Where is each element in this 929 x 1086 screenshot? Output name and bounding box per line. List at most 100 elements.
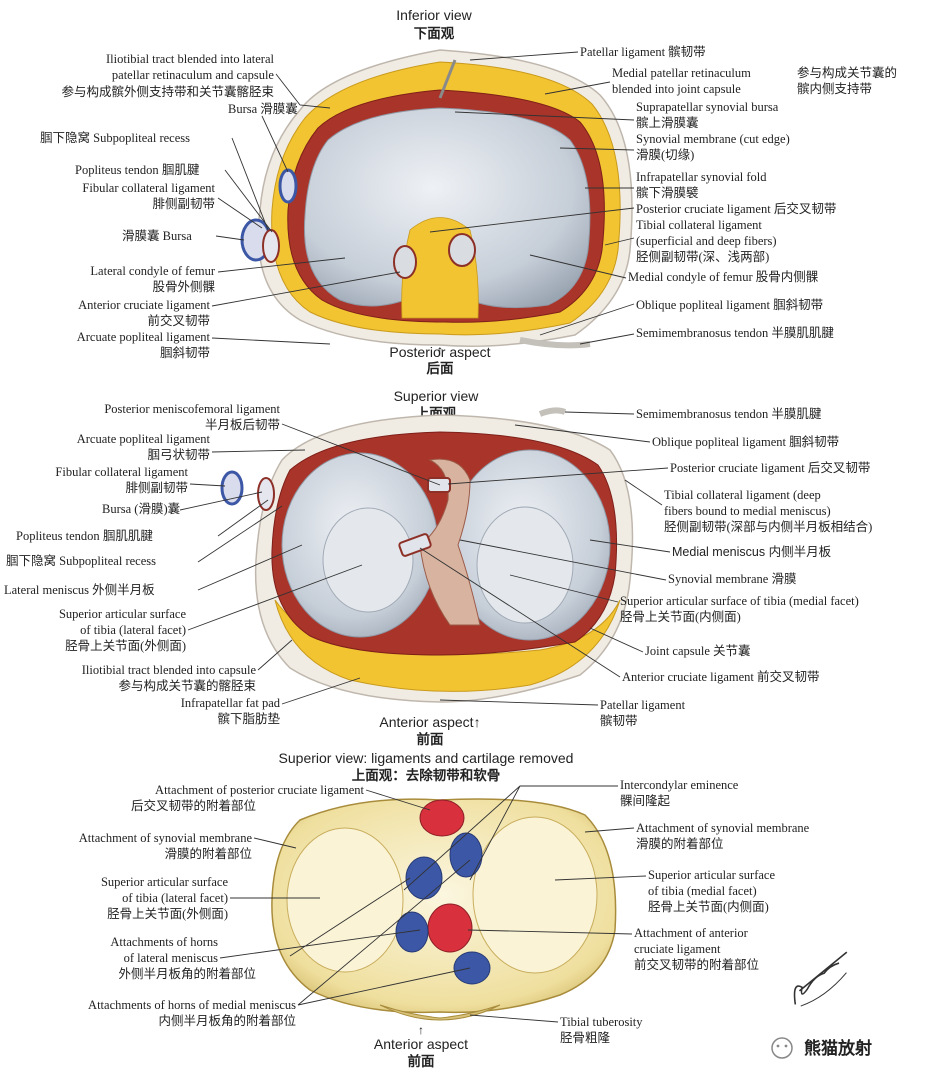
- watermark: 熊猫放射: [771, 1037, 872, 1059]
- removed-lat-horn-post: [405, 856, 443, 900]
- removed-label-lat-horns-en2: of lateral meniscus: [124, 951, 219, 965]
- superior-label-synovial: Synovial membrane 滑膜: [668, 572, 796, 586]
- superior-right-leaders: [419, 411, 671, 706]
- superior-acl-cut: [398, 533, 432, 557]
- removed-lateral-facet: [286, 827, 404, 973]
- inferior-right-leaders: [429, 51, 635, 345]
- superior-label-tibial-collateral-en: Tibial collateral ligament (deep: [664, 488, 821, 502]
- removed-label-lat-facet-cn: 胫骨上关节面(外侧面): [107, 907, 228, 921]
- inferior-bottom-arrow: ↑: [437, 342, 444, 358]
- removed-acl-attachment: [427, 903, 473, 953]
- watermark-text: 熊猫放射: [804, 1038, 872, 1059]
- removed-label-pcl-en: Attachment of posterior cruciate ligamen…: [155, 783, 364, 797]
- superior-label-patellar-en: Patellar ligament: [600, 698, 686, 712]
- superior-label-fat-pad-en: Infrapatellar fat pad: [181, 696, 281, 710]
- removed-left-labels: Attachment of posterior cruciate ligamen…: [79, 783, 365, 1028]
- inferior-label-synovial-en: Synovial membrane (cut edge): [636, 132, 790, 146]
- superior-label-joint-capsule: Joint capsule 关节囊: [645, 643, 751, 658]
- inferior-label-arcuate-en: Arcuate popliteal ligament: [77, 330, 211, 344]
- superior-label-fat-pad-cn: 髌下脂肪垫: [217, 711, 280, 726]
- superior-label-medial-meniscus: Medial meniscus 内侧半月板: [672, 545, 832, 559]
- inferior-left-leaders: [211, 73, 401, 345]
- inferior-title-cn: 下面观: [414, 26, 455, 42]
- removed-label-lat-horns-en: Attachments of horns: [110, 935, 218, 949]
- removed-lat-horn-ant: [395, 911, 429, 953]
- superior-label-fibular-cn: 腓侧副韧带: [125, 480, 188, 495]
- inferior-patellar-ligament: [438, 59, 457, 99]
- superior-label-iliotibial-en: Iliotibial tract blended into capsule: [82, 663, 257, 677]
- removed-label-med-facet-cn: 胫骨上关节面(内侧面): [648, 900, 769, 914]
- inferior-label-oblique: Oblique popliteal ligament 腘斜韧带: [636, 298, 823, 312]
- inferior-label-medial-retinaculum-cn2: 髌内侧支持带: [797, 81, 872, 96]
- superior-bottom-cn: 前面: [417, 731, 444, 748]
- inferior-label-popliteus: Popliteus tendon 腘肌腱: [75, 163, 200, 177]
- removed-medial-facet: [472, 816, 598, 974]
- inferior-label-subpopliteal: 腘下隐窝 Subpopliteal recess: [40, 130, 190, 145]
- superior-bottom-en: Anterior aspect↑: [379, 714, 480, 730]
- removed-label-acl-en: Attachment of anterior: [634, 926, 749, 940]
- removed-title-en: Superior view: ligaments and cartilage r…: [279, 750, 574, 766]
- removed-label-eminence-en: Intercondylar eminence: [620, 778, 739, 792]
- superior-label-subpopliteal: 腘下隐窝 Subpopliteal recess: [6, 553, 156, 568]
- inferior-label-tibial-collateral-cn: 胫侧副韧带(深、浅两部): [636, 249, 769, 264]
- inferior-title-en: Inferior view: [396, 7, 472, 23]
- superior-label-lateral-facet-en2: of tibia (lateral facet): [80, 623, 186, 637]
- inferior-label-suprapatellar-cn: 髌上滑膜囊: [636, 115, 699, 130]
- removed-label-med-facet-en: Superior articular surface: [648, 868, 775, 882]
- removed-pcl-attachment: [419, 799, 465, 837]
- inferior-label-arcuate-cn: 腘斜韧带: [160, 346, 210, 360]
- superior-label-tibial-collateral-cn: 胫侧副韧带(深部与内侧半月板相结合): [664, 519, 872, 534]
- inferior-bursa-upper: [278, 168, 298, 204]
- inferior-label-fibular-en: Fibular collateral ligament: [82, 181, 215, 195]
- superior-label-pcl: Posterior cruciate ligament 后交叉韧带: [670, 460, 870, 475]
- superior-label-meniscofemoral-en: Posterior meniscofemoral ligament: [104, 402, 280, 416]
- superior-intercondylar-area: [419, 458, 481, 626]
- removed-label-lat-horns-cn: 外侧半月板角的附着部位: [118, 966, 256, 981]
- removed-bottom-cn: 前面: [408, 1053, 435, 1070]
- inferior-label-iliotibial-en: Iliotibial tract blended into lateral: [106, 52, 275, 66]
- superior-label-semimembranosus: Semimembranosus tendon 半膜肌腱: [636, 407, 822, 421]
- superior-semimembranosus: [538, 407, 567, 417]
- removed-left-leaders: [219, 789, 471, 1006]
- inferior-semimembranosus: [519, 337, 591, 349]
- removed-label-lat-facet-en: Superior articular surface: [101, 875, 228, 889]
- inferior-acl-cut: [393, 245, 417, 279]
- panel-superior-view: Superior view 上面观 Anterior aspect↑ 前面 Po…: [4, 388, 872, 748]
- inferior-label-medial-retinaculum-en2: blended into joint capsule: [612, 82, 741, 96]
- removed-tibial-tuberosity: [379, 1004, 501, 1021]
- removed-label-synovial-cn: 滑膜的附着部位: [164, 846, 252, 861]
- inferior-label-bursa-en: Bursa 滑膜囊: [228, 101, 298, 116]
- superior-label-meniscofemoral-cn: 半月板后韧带: [205, 418, 280, 432]
- superior-label-lateral-facet-en: Superior articular surface: [59, 607, 186, 621]
- superior-label-medial-facet-cn: 胫骨上关节面(内侧面): [620, 610, 741, 624]
- removed-label-synovial-cn: 滑膜的附着部位: [636, 836, 724, 851]
- inferior-label-synovial-cn: 滑膜(切缘): [636, 148, 694, 162]
- superior-label-acl: Anterior cruciate ligament 前交叉韧带: [622, 669, 820, 684]
- removed-label-synovial-en: Attachment of synovial membrane: [636, 821, 810, 835]
- inferior-left-labels: Iliotibial tract blended into lateral pa…: [40, 52, 298, 360]
- inferior-label-pcl: Posterior cruciate ligament 后交叉韧带: [636, 201, 836, 216]
- superior-label-oblique: Oblique popliteal ligament 腘斜韧带: [652, 435, 839, 449]
- removed-label-synovial-en: Attachment of synovial membrane: [79, 831, 253, 845]
- superior-lateral-facet: [322, 507, 414, 613]
- inferior-label-tibial-collateral-en: Tibial collateral ligament: [636, 218, 762, 232]
- superior-medial-facet: [476, 506, 574, 624]
- inferior-right-labels: Patellar ligament 髌韧带 Medial patellar re…: [580, 44, 897, 340]
- removed-med-horn-ant: [453, 951, 491, 985]
- removed-label-tuberosity-en: Tibial tuberosity: [560, 1015, 643, 1029]
- removed-label-lat-facet-en2: of tibia (lateral facet): [122, 891, 228, 905]
- removed-label-med-horns-en: Attachments of horns of medial meniscus: [88, 998, 296, 1012]
- superior-label-lateral-meniscus: Lateral meniscus 外侧半月板: [4, 583, 155, 597]
- inferior-label-medial-condyle: Medial condyle of femur 股骨内侧髁: [628, 270, 819, 284]
- removed-label-eminence-cn: 髁间隆起: [620, 793, 671, 808]
- inferior-label-lateral-condyle-cn: 股骨外侧髁: [152, 280, 215, 294]
- inferior-label-medial-retinaculum-cn: 参与构成关节囊的: [797, 65, 897, 80]
- inferior-label-acl-cn: 前交叉韧带: [147, 313, 210, 328]
- inferior-label-infrapatellar-cn: 髌下滑膜襞: [636, 185, 699, 200]
- panel-removed-view: Superior view: ligaments and cartilage r…: [79, 750, 848, 1070]
- inferior-label-acl-en: Anterior cruciate ligament: [78, 298, 210, 312]
- inferior-label-suprapatellar-en: Suprapatellar synovial bursa: [636, 100, 779, 114]
- removed-label-pcl-cn: 后交叉韧带的附着部位: [131, 798, 256, 813]
- inferior-popliteus-tendon: [262, 229, 280, 263]
- superior-label-iliotibial-cn: 参与构成关节囊的髂胫束: [118, 678, 256, 693]
